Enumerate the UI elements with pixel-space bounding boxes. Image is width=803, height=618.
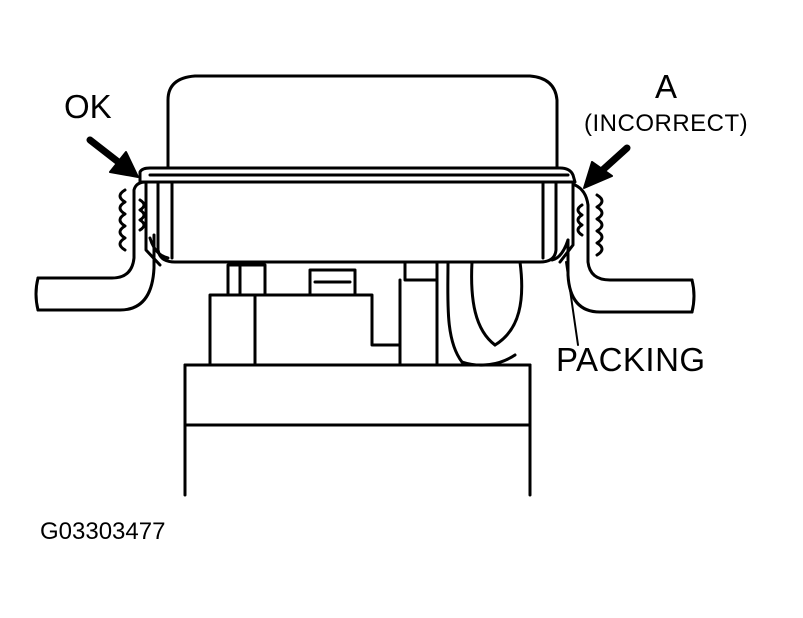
figure-code: G03303477 (40, 518, 166, 545)
pump-body (183, 363, 532, 497)
ok-arrow-icon (86, 136, 139, 178)
pump-internals (208, 260, 527, 367)
incorrect-arrow-icon (583, 144, 631, 189)
right-flange (550, 180, 696, 314)
left-flange (34, 180, 170, 312)
incorrect-label: (INCORRECT) (584, 110, 749, 137)
packing-leader-line (565, 261, 579, 346)
a-label: A (655, 68, 678, 105)
packing-label: PACKING (556, 341, 706, 378)
pump-cap (138, 74, 577, 264)
ok-label: OK (64, 88, 112, 125)
